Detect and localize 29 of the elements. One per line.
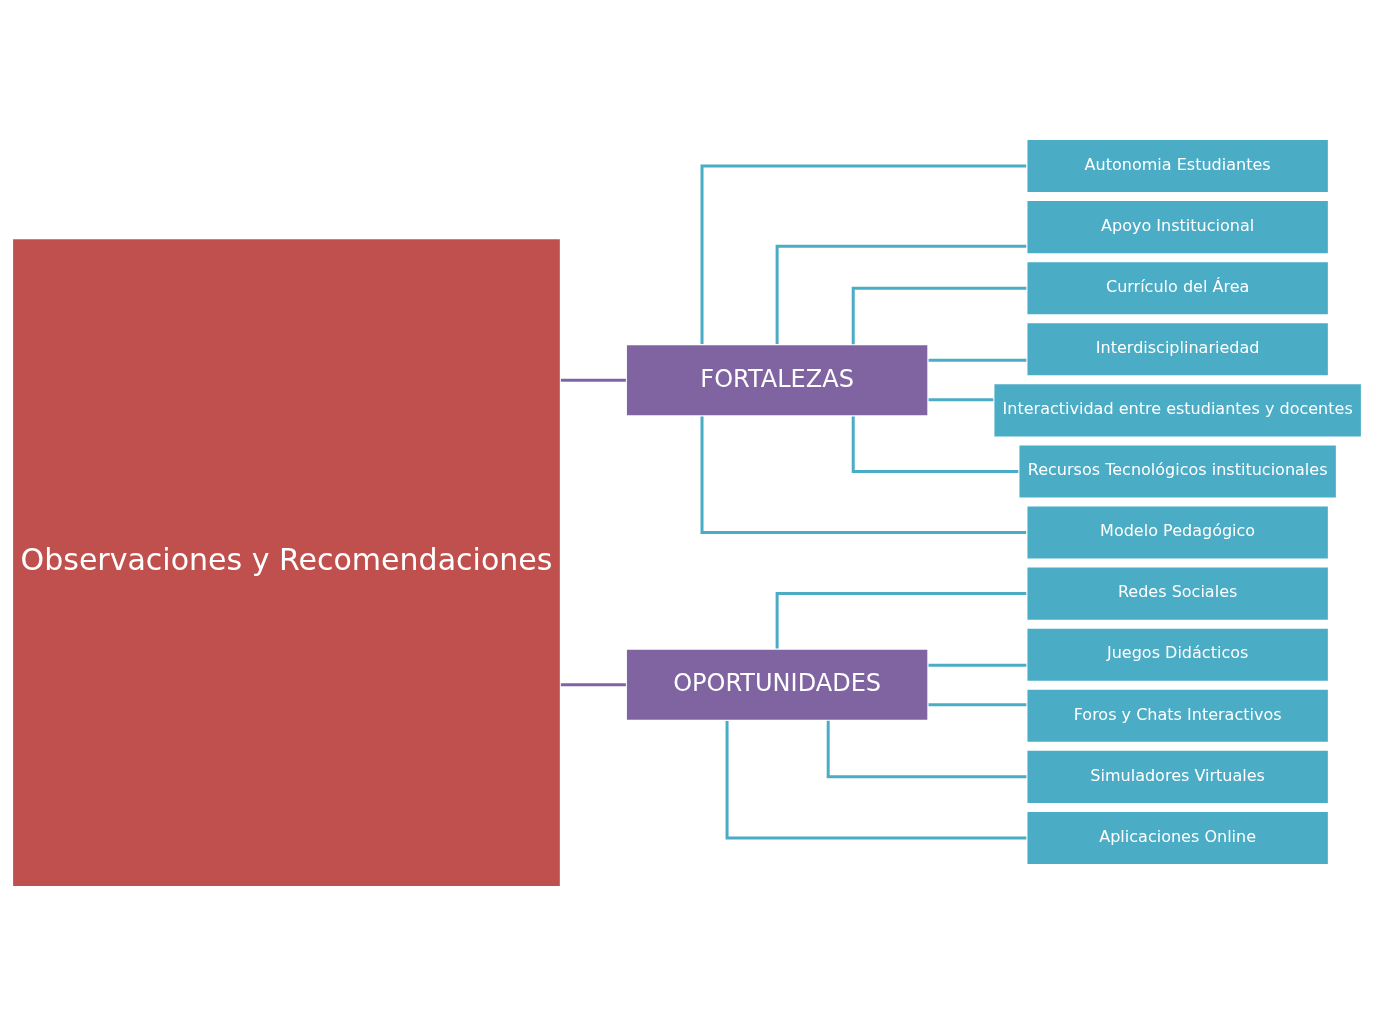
node-box: Recursos Tecnológicos institucionales xyxy=(1017,442,1338,499)
node-box: Simuladores Virtuales xyxy=(1025,748,1330,805)
node-box: Modelo Pedagógico xyxy=(1025,504,1330,561)
node-box: Foros y Chats Interactivos xyxy=(1025,687,1330,744)
connector xyxy=(700,415,1027,534)
node-box: Juegos Didácticos xyxy=(1025,626,1330,683)
connector xyxy=(775,591,1027,648)
connector xyxy=(826,720,1027,778)
node-box: Autonomia Estudiantes xyxy=(1025,137,1330,194)
connector xyxy=(700,164,1027,344)
connector xyxy=(928,358,1027,362)
connector xyxy=(560,682,626,686)
connector xyxy=(560,378,626,382)
connector xyxy=(775,244,1027,344)
connector xyxy=(725,720,1027,839)
connector xyxy=(928,397,994,401)
connector xyxy=(851,286,1027,344)
node-box: Observaciones y Recomendaciones xyxy=(11,236,562,888)
node-box: OPORTUNIDADES xyxy=(624,647,930,722)
node-box: Interdisciplinariedad xyxy=(1025,320,1330,377)
node-box: Interactividad entre estudiantes y docentes xyxy=(992,381,1363,438)
node-box: Aplicaciones Online xyxy=(1025,809,1330,866)
connector xyxy=(928,702,1027,706)
node-box: Currículo del Área xyxy=(1025,259,1330,316)
node-box: Apoyo Institucional xyxy=(1025,198,1330,255)
connector xyxy=(928,663,1027,667)
connector xyxy=(851,416,1019,473)
node-box: Redes Sociales xyxy=(1025,565,1330,622)
node-box: FORTALEZAS xyxy=(624,342,930,417)
